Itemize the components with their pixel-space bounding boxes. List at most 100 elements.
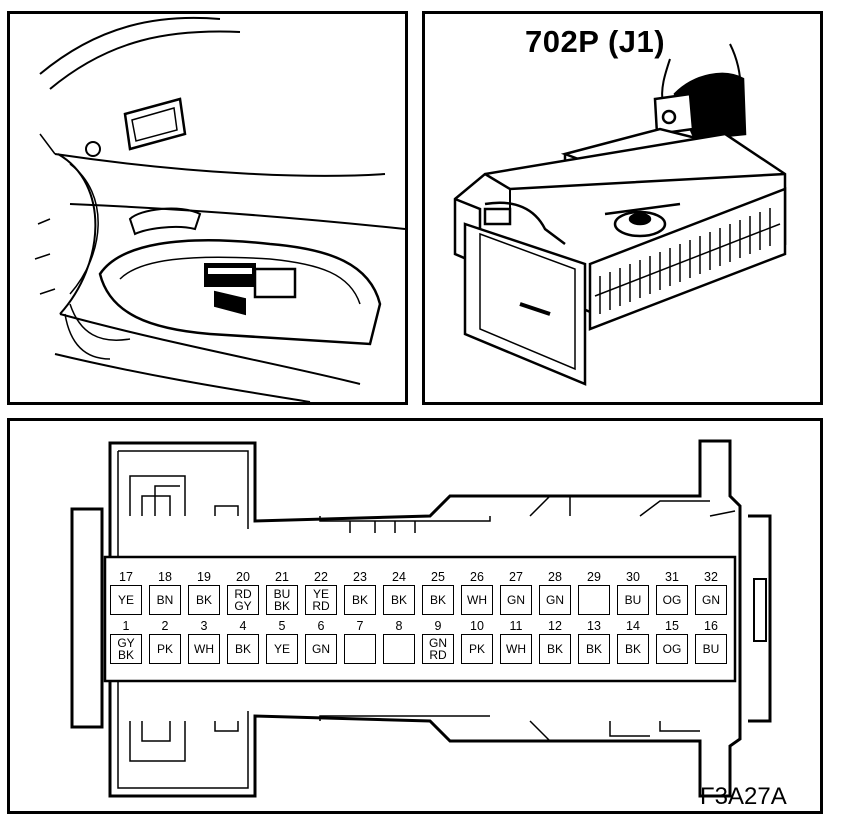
connector-illustration-panel: 702P (J1) xyxy=(422,11,823,405)
wire-color-code: BU xyxy=(702,642,720,656)
wire-color-code: BK xyxy=(117,648,134,662)
wire-color-code: YE xyxy=(312,587,329,601)
pin-number: 11 xyxy=(509,619,523,633)
wire-color-code: GN xyxy=(507,593,525,607)
pin-7: 7 xyxy=(342,620,378,664)
wire-color-code: BK xyxy=(585,642,602,656)
pin-wire-color: BK xyxy=(383,585,415,615)
wire-color-code: BU xyxy=(273,587,291,601)
pin-number: 28 xyxy=(548,570,562,584)
pin-number: 9 xyxy=(434,619,442,633)
wire-color-code: RD xyxy=(429,648,447,662)
wire-color-code: BK xyxy=(429,593,446,607)
pin-wire-color xyxy=(578,585,610,615)
pin-wire-color: BU xyxy=(617,585,649,615)
pin-number: 1 xyxy=(122,619,130,633)
pin-wire-color: BK xyxy=(227,634,259,664)
pin-wire-color: GN xyxy=(305,634,337,664)
door-illustration xyxy=(34,16,405,402)
pin-wire-color: BU xyxy=(695,634,727,664)
wire-color-code: GY xyxy=(234,599,252,613)
pin-number: 7 xyxy=(356,619,364,633)
wire-color-code: PK xyxy=(156,642,173,656)
wire-color-code: BU xyxy=(624,593,642,607)
pin-number: 4 xyxy=(239,619,247,633)
pin-wire-color: YE xyxy=(110,585,142,615)
pin-number: 20 xyxy=(236,570,250,584)
wire-color-code: OG xyxy=(662,642,682,656)
pin-wire-color: OG xyxy=(656,585,688,615)
pin-wire-color: PK xyxy=(149,634,181,664)
wire-color-code: BK xyxy=(234,642,251,656)
pin-number: 17 xyxy=(119,570,133,584)
pin-number: 27 xyxy=(509,570,523,584)
pin-number: 21 xyxy=(275,570,289,584)
pin-number: 29 xyxy=(587,570,601,584)
pin-number: 15 xyxy=(665,619,679,633)
wire-color-code: BK xyxy=(273,599,290,613)
wire-color-code: BK xyxy=(390,593,407,607)
pin-wire-color xyxy=(344,634,376,664)
connector-illustration xyxy=(453,43,787,386)
pin-number: 18 xyxy=(158,570,172,584)
wire-color-code: OG xyxy=(662,593,682,607)
wire-color-code: BK xyxy=(195,593,212,607)
pin-number: 32 xyxy=(704,570,718,584)
pin-wire-color: GN xyxy=(500,585,532,615)
pin-wire-color: BK xyxy=(188,585,220,615)
wire-color-code: PK xyxy=(468,642,485,656)
pin-wire-color: GN xyxy=(695,585,727,615)
pin-wire-color: OG xyxy=(656,634,688,664)
pin-wire-color: BK xyxy=(539,634,571,664)
pin-number: 30 xyxy=(626,570,640,584)
pin-number: 16 xyxy=(704,619,718,633)
wire-color-code: BK xyxy=(624,642,641,656)
wire-color-code: RD xyxy=(234,587,252,601)
pin-number: 23 xyxy=(353,570,367,584)
wire-color-code: GN xyxy=(702,593,720,607)
pin-number: 26 xyxy=(470,570,484,584)
pin-number: 31 xyxy=(665,570,679,584)
pin-wire-color: PK xyxy=(461,634,493,664)
pin-8: 8 xyxy=(381,620,417,664)
connector-label: 702P (J1) xyxy=(525,24,666,59)
pin-number: 24 xyxy=(392,570,406,584)
wire-color-code: WH xyxy=(194,642,214,656)
connector-outline xyxy=(70,439,772,798)
wire-color-code: BK xyxy=(546,642,563,656)
door-location-panel xyxy=(7,11,408,405)
wire-color-code: RD xyxy=(312,599,330,613)
pin-wire-color: YE xyxy=(266,634,298,664)
pin-wire-color: BN xyxy=(149,585,181,615)
wire-color-code: YE xyxy=(117,593,134,607)
pin-number: 19 xyxy=(197,570,211,584)
pin-wire-color: BK xyxy=(344,585,376,615)
pin-number: 13 xyxy=(587,619,601,633)
pin-wire-color: WH xyxy=(461,585,493,615)
pin-wire-color xyxy=(383,634,415,664)
wire-color-code: GN xyxy=(546,593,564,607)
